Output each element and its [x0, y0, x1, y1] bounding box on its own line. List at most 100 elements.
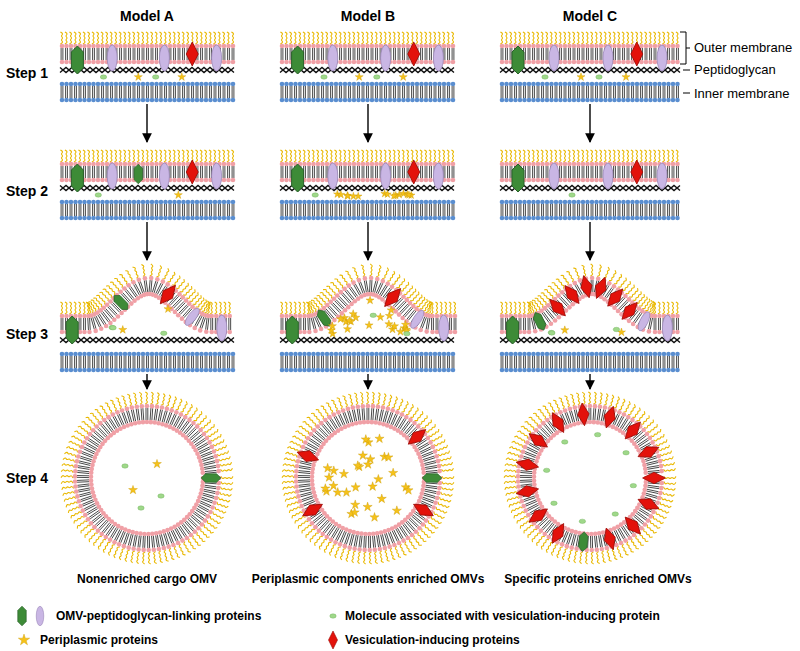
lipid-head: [136, 60, 141, 65]
lipid-head: [293, 82, 298, 87]
lipid-head: [123, 162, 128, 167]
lps-chain: [424, 150, 426, 162]
lipid-head: [142, 532, 147, 537]
lipid-head: [181, 352, 186, 357]
lipid-head: [199, 44, 204, 49]
lipid-head: [112, 540, 117, 545]
lps-chain: [146, 32, 148, 44]
lipid-head: [316, 352, 321, 357]
lipid-head: [369, 276, 374, 281]
lps-chain: [411, 150, 413, 162]
lipid-head: [451, 162, 456, 167]
lipid-head: [361, 216, 366, 221]
lipid-head: [73, 352, 78, 357]
lipid-head: [100, 98, 105, 103]
lps-chain: [164, 32, 166, 44]
lipid-head: [319, 327, 324, 332]
lipid-head: [150, 44, 155, 49]
lps-chain: [61, 476, 73, 478]
lipid-head: [284, 368, 289, 373]
lps-chain: [146, 150, 148, 162]
lps-chain: [168, 150, 170, 162]
lipid-head: [361, 368, 366, 373]
lipid-head: [430, 330, 435, 335]
lps-chain: [440, 497, 452, 502]
lipid-head: [428, 178, 433, 183]
lipid-head: [383, 82, 388, 87]
lipid-head: [73, 479, 78, 484]
lipid-head: [307, 98, 312, 103]
lipid-head: [82, 82, 87, 87]
lipid-head: [316, 82, 321, 87]
lipid-head: [352, 162, 357, 167]
lps-chain: [62, 486, 74, 489]
lipid-head: [196, 526, 201, 531]
lipid-head: [159, 368, 164, 373]
lipid-head: [415, 352, 420, 357]
associated-molecule: [138, 506, 144, 510]
lps-chain: [219, 497, 231, 502]
lipid-head: [329, 216, 334, 221]
lipid-head: [208, 368, 213, 373]
lipid-head: [168, 368, 173, 373]
lipid-head: [74, 489, 79, 494]
outer-membrane: [60, 150, 236, 182]
lipid-head: [226, 178, 231, 183]
lipid-head: [289, 162, 294, 167]
lipid-head: [397, 178, 402, 183]
lipid-head: [132, 352, 137, 357]
lipid-heads: [280, 82, 456, 103]
lipid-tails: [61, 356, 234, 368]
lps-chain: [224, 302, 226, 314]
peptidoglycan-linking-protein: [286, 316, 298, 344]
lipid-tails: [281, 356, 454, 368]
lipid-head: [392, 44, 397, 49]
lps-chain: [393, 150, 395, 162]
lps-chain: [312, 150, 314, 162]
lipid-head: [104, 324, 109, 329]
lipid-head: [433, 82, 438, 87]
lipid-head: [122, 286, 127, 291]
lps-chain: [406, 32, 408, 44]
lipid-head: [352, 178, 357, 183]
lipid-tail: [426, 318, 428, 330]
lipid-head: [60, 314, 65, 319]
lps-chain: [101, 32, 103, 44]
lps-chain: [60, 302, 62, 314]
lipid-head: [114, 368, 119, 373]
lipid-head: [177, 98, 182, 103]
lipid-head: [338, 162, 343, 167]
lipid-tail: [202, 317, 206, 328]
lipid-head: [231, 162, 236, 167]
lipid-head: [183, 415, 188, 420]
lipid-head: [64, 98, 69, 103]
lipid-head: [141, 162, 146, 167]
lipid-head: [64, 44, 69, 49]
lipid-head: [451, 178, 456, 183]
lps-chain: [404, 286, 413, 295]
lipid-head: [316, 200, 321, 205]
lps-chain: [414, 295, 422, 304]
lps-chain: [74, 517, 84, 524]
associated-molecule: [374, 75, 380, 79]
lipid-head: [343, 200, 348, 205]
lipid-head: [437, 82, 442, 87]
lipid-head: [397, 200, 402, 205]
lipid-head: [87, 330, 92, 335]
lipid-head: [193, 529, 198, 534]
lipid-head: [293, 98, 298, 103]
lipid-head: [82, 368, 87, 373]
lipid-head: [96, 352, 101, 357]
lps-chain: [173, 32, 175, 44]
lipid-head: [316, 216, 321, 221]
lipid-tail: [205, 472, 217, 473]
peptidoglycan-linking-protein: [292, 46, 304, 74]
lipid-head: [320, 44, 325, 49]
lipid-head: [145, 98, 150, 103]
lipid-head: [397, 82, 402, 87]
lipid-head: [307, 178, 312, 183]
lps-chain: [227, 150, 229, 162]
lipid-head: [132, 162, 137, 167]
lps-chain: [330, 545, 336, 556]
lipid-head: [451, 200, 456, 205]
